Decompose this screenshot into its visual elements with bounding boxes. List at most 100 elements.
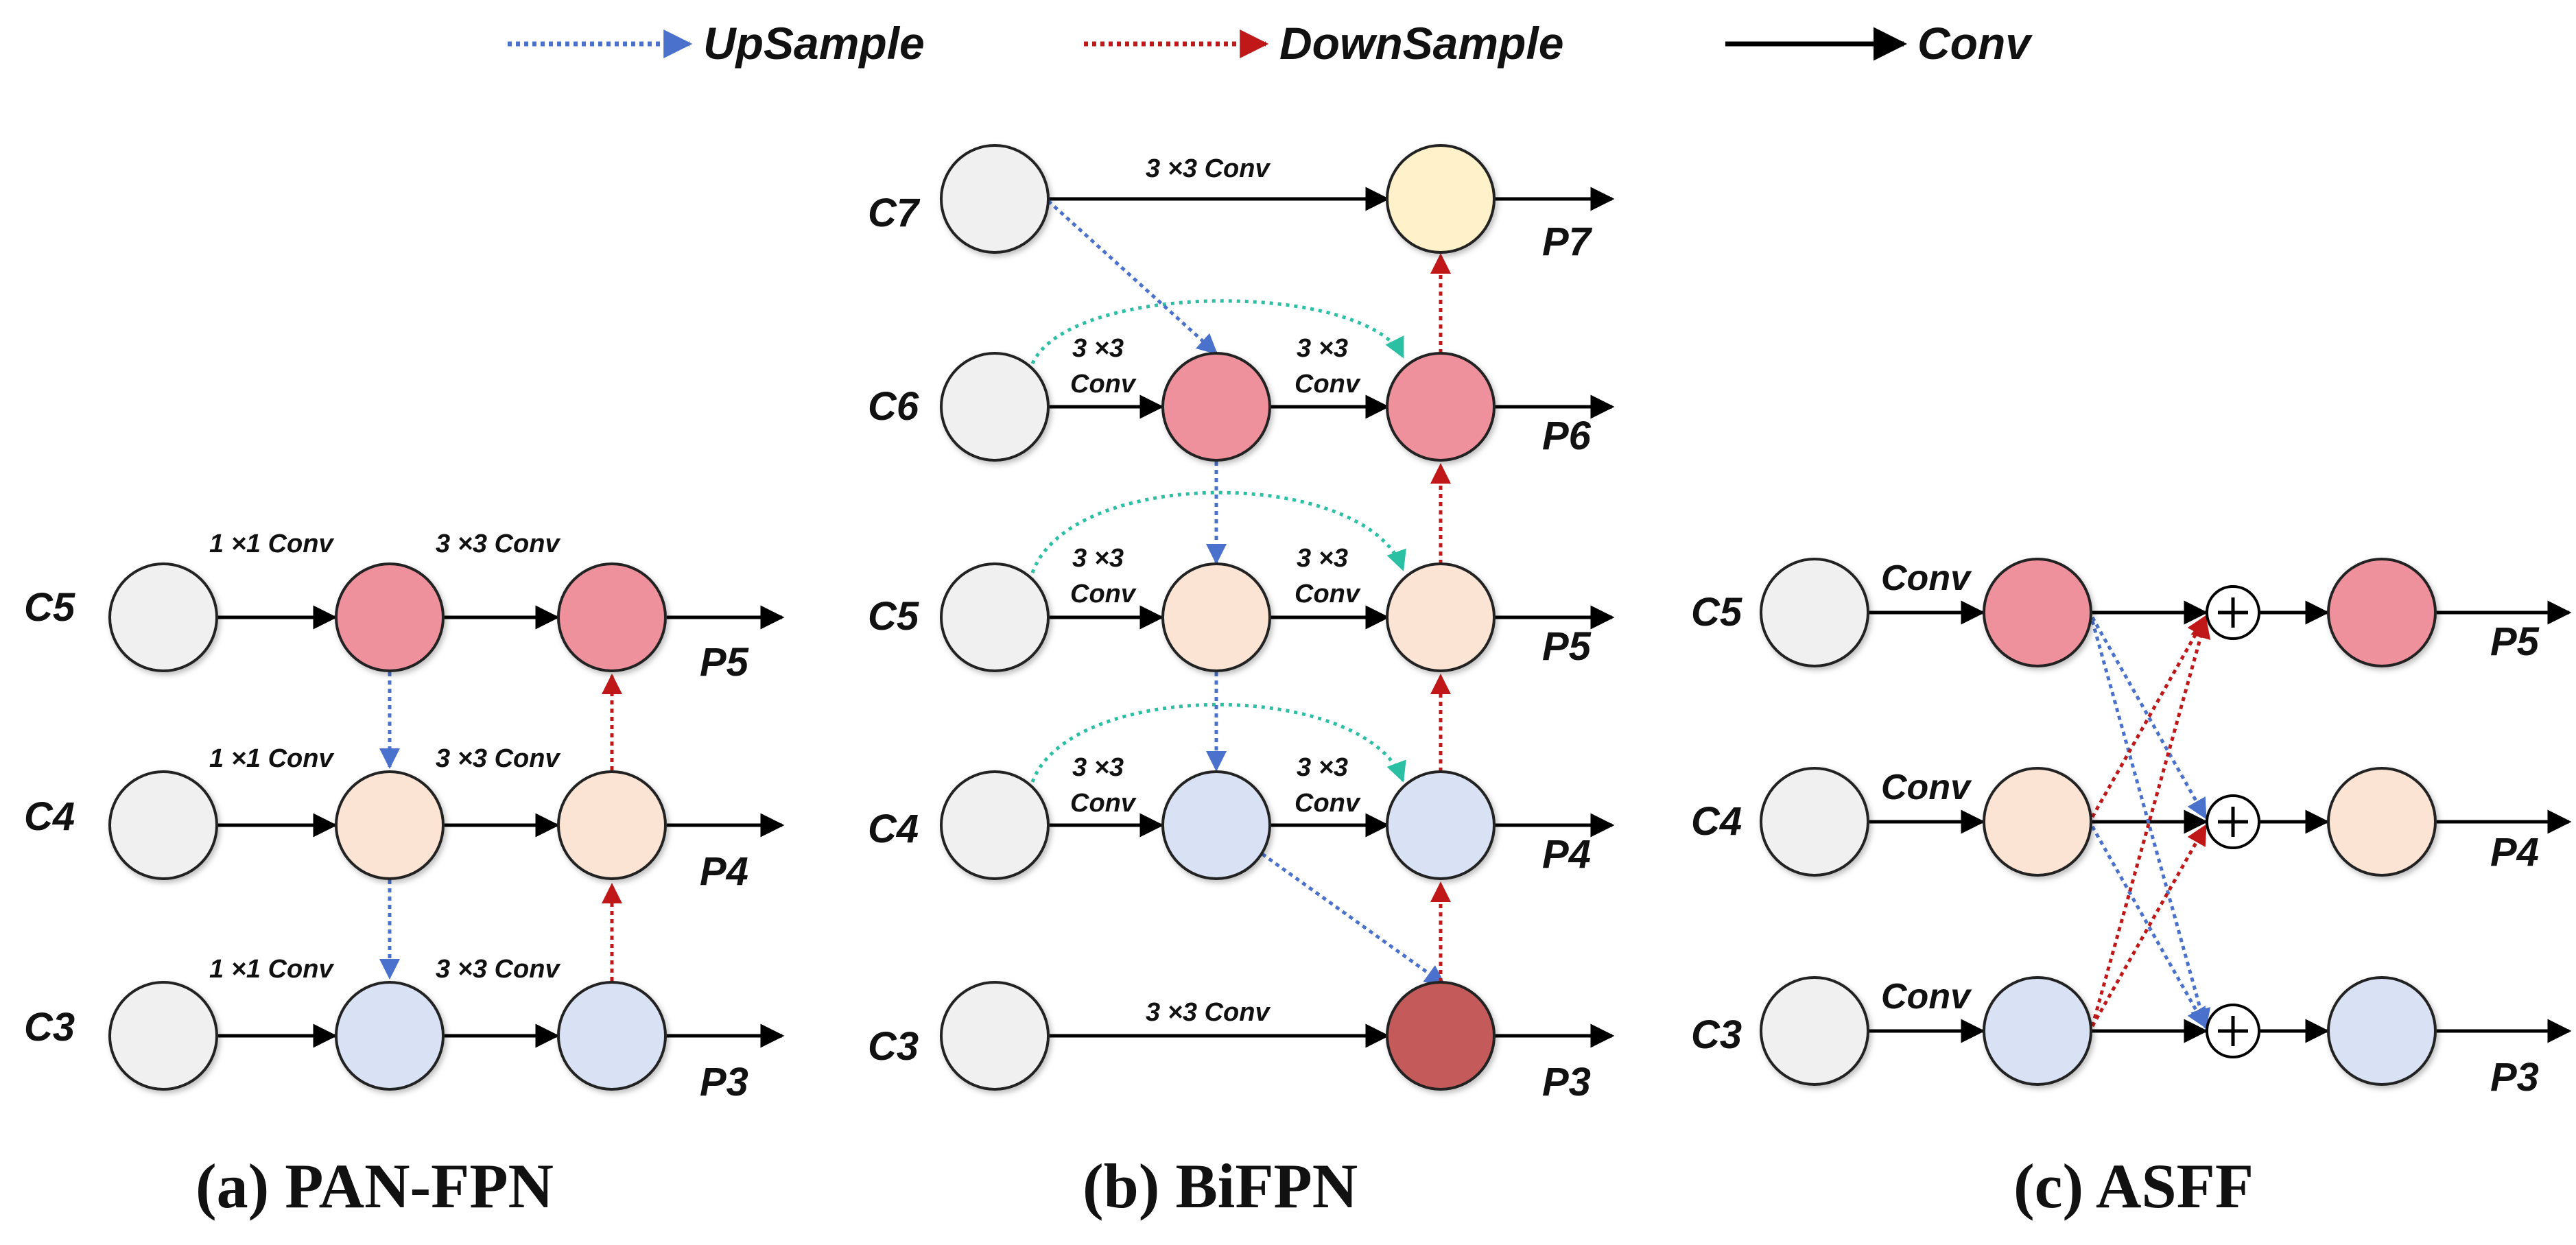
output-label: P5	[2490, 619, 2540, 664]
output-label: P5	[700, 640, 749, 685]
conv-label: Conv	[1070, 789, 1137, 818]
conv-label: 3 ×3 Conv	[436, 744, 560, 773]
input-node-c3	[1760, 976, 1869, 1086]
input-label: C5	[868, 594, 919, 639]
node-c3-conv	[1983, 976, 2092, 1086]
output-node-p3	[557, 981, 667, 1091]
conv-label: 1 ×1 Conv	[209, 530, 334, 558]
node-c3-lateral	[335, 981, 445, 1091]
fusion-plus-icon	[2206, 794, 2260, 849]
conv-label: Conv	[1881, 558, 1972, 598]
fusion-plus-icon	[2206, 1004, 2260, 1058]
input-node-c4	[108, 770, 218, 880]
conv-label: 3 ×3 Conv	[1146, 154, 1271, 183]
output-label: P4	[1542, 832, 1591, 877]
conv-label: 3 ×3 Conv	[436, 530, 560, 558]
output-label: P3	[700, 1060, 748, 1104]
conv-label: 1 ×1 Conv	[209, 744, 334, 773]
node-c6-intermediate	[1161, 352, 1271, 462]
output-label: P3	[1542, 1060, 1591, 1104]
asff-caption: (c) ASFF	[2013, 1151, 2254, 1221]
input-node-c5	[940, 562, 1050, 672]
input-label: C4	[868, 807, 919, 851]
downsample-arrow	[2090, 824, 2208, 1028]
output-label: P5	[1542, 624, 1592, 669]
conv-label: Conv	[1881, 768, 1972, 807]
conv-label: 3 ×3 Conv	[1146, 998, 1271, 1027]
conv-label: 3 ×3	[1297, 544, 1348, 573]
input-label: C3	[1691, 1012, 1742, 1057]
skip-connection-arrow	[1030, 299, 1405, 365]
skip-connection-arrow	[1030, 490, 1406, 573]
input-node-c6	[940, 352, 1050, 462]
output-node-p5	[1386, 562, 1496, 672]
conv-label: Conv	[1295, 370, 1361, 399]
pan-fpn-diagram: C5 C4 C3 P5 P4 P3 1 ×1 Conv 3 ×3 Conv 1 …	[24, 530, 785, 1221]
skip-connection-arrow	[1030, 702, 1406, 783]
input-node-c4	[940, 770, 1050, 880]
input-label: C7	[868, 191, 921, 235]
downsample-arrow	[2090, 615, 2208, 818]
legend-conv-label: Conv	[1917, 18, 2033, 69]
conv-label: Conv	[1295, 580, 1361, 608]
node-c4-conv	[1983, 767, 2092, 877]
input-node-c3	[940, 981, 1050, 1091]
output-node-p3	[2327, 976, 2437, 1086]
output-node-p4	[557, 770, 667, 880]
input-label: C3	[868, 1024, 919, 1069]
output-node-p7	[1386, 144, 1496, 254]
input-node-c5	[1760, 558, 1869, 667]
legend-upsample-label: UpSample	[703, 18, 925, 69]
conv-label: 3 ×3	[1297, 753, 1348, 782]
conv-label: Conv	[1070, 580, 1137, 608]
conv-label: Conv	[1881, 977, 1972, 1017]
conv-label: Conv	[1070, 370, 1137, 399]
pan-fpn-caption: (a) PAN-FPN	[196, 1151, 554, 1221]
output-node-p4	[1386, 770, 1496, 880]
bifpn-diagram: C7 C6 C5 C4 C3 P7 P6 P5 P4 P3 3 ×3 Conv …	[868, 144, 1615, 1221]
pan-fpn-conv-arrows	[218, 605, 785, 1048]
input-label: C4	[24, 794, 75, 839]
upsample-arrow	[2090, 825, 2208, 1029]
conv-label: Conv	[1295, 789, 1361, 818]
upsample-arrow	[2090, 616, 2208, 820]
input-node-c3	[108, 981, 218, 1091]
conv-label: 3 ×3	[1072, 753, 1124, 782]
bifpn-mid-conv-labels: 3 ×3 Conv 3 ×3 Conv 3 ×3 Conv 3 ×3 Conv …	[1070, 334, 1361, 818]
input-node-c4	[1760, 767, 1869, 877]
conv-label: 3 ×3	[1072, 544, 1124, 573]
node-c5-intermediate	[1161, 562, 1271, 672]
legend-downsample-label: DownSample	[1279, 18, 1563, 69]
bifpn-caption: (b) BiFPN	[1083, 1151, 1358, 1221]
input-node-c5	[108, 562, 218, 672]
node-c4-intermediate	[1161, 770, 1271, 880]
conv-label: 3 ×3	[1297, 334, 1348, 363]
output-node-p5	[557, 562, 667, 672]
input-label: C4	[1691, 799, 1742, 844]
output-node-p5	[2327, 558, 2437, 667]
output-node-p6	[1386, 352, 1496, 462]
input-label: C6	[868, 384, 919, 429]
input-label: C3	[24, 1005, 75, 1050]
output-label: P4	[700, 849, 748, 894]
input-node-c7	[940, 144, 1050, 254]
node-c4-lateral	[335, 770, 445, 880]
input-label: C5	[1691, 590, 1742, 635]
legend: UpSample DownSample Conv	[508, 18, 2033, 69]
upsample-arrow	[1047, 200, 1218, 355]
output-node-p3	[1386, 981, 1496, 1091]
output-label: P7	[1542, 220, 1593, 264]
conv-label: 3 ×3 Conv	[436, 955, 560, 984]
conv-label: 3 ×3	[1072, 334, 1124, 363]
output-label: P3	[2490, 1055, 2539, 1100]
output-label: P6	[1542, 414, 1592, 458]
asff-diagram: C5 C4 C3 Conv Conv Conv P5 P4 P3 (c) ASF…	[1691, 558, 2572, 1221]
input-label: C5	[24, 585, 75, 630]
node-c5-conv	[1983, 558, 2092, 667]
fusion-plus-icon	[2206, 585, 2260, 640]
node-c5-lateral	[335, 562, 445, 672]
conv-label: 1 ×1 Conv	[209, 955, 334, 984]
output-label: P4	[2490, 830, 2539, 875]
output-node-p4	[2327, 767, 2437, 877]
